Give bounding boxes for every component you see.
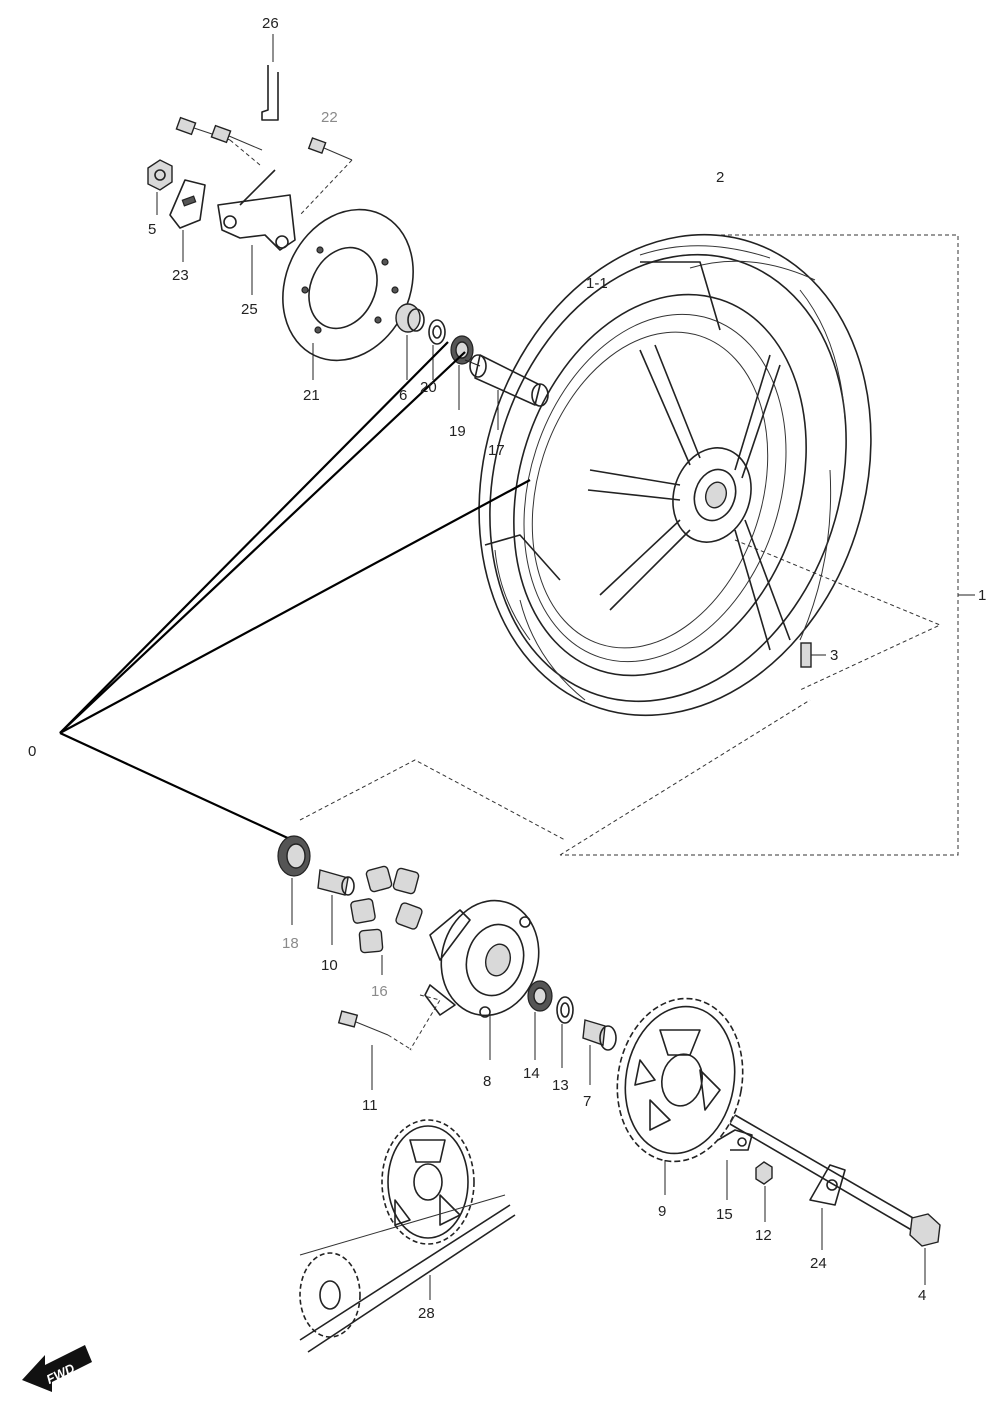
callout-10: 10	[321, 957, 338, 974]
callout-24: 24	[810, 1255, 827, 1272]
callout-4: 4	[918, 1287, 926, 1304]
reference-0-leaders	[59, 341, 531, 841]
collar-7	[582, 1019, 617, 1085]
callout-28: 28	[418, 1305, 435, 1322]
callout-labels: 0 1 1-1 2 3 4 5 6 7 8 9 10 11 12 13 14 1…	[28, 15, 986, 1322]
nut-12	[755, 1161, 773, 1222]
callout-19: 19	[449, 423, 466, 440]
callout-3: 3	[830, 647, 838, 664]
callout-2: 2	[716, 169, 724, 186]
callout-20: 20	[420, 379, 437, 396]
callout-18: 18	[282, 935, 299, 952]
callout-12: 12	[755, 1227, 772, 1244]
callout-1: 1	[978, 587, 986, 604]
disc-bolt	[299, 137, 353, 216]
washer-13	[556, 996, 574, 1068]
washer-20	[428, 319, 446, 380]
hub-bolt	[337, 1010, 413, 1090]
callout-23: 23	[172, 267, 189, 284]
bolt-upper-2	[210, 124, 263, 151]
rear-sprocket	[616, 997, 744, 1195]
brake-rod	[261, 34, 279, 121]
bearing-14	[527, 980, 553, 1060]
rear-axle	[729, 1114, 941, 1285]
wheel-assembly-boundary	[299, 234, 975, 856]
tire-valve	[800, 642, 826, 668]
lock-washer-15	[717, 1129, 753, 1200]
caliper-bracket	[217, 169, 296, 295]
callout-13: 13	[552, 1077, 569, 1094]
brake-disc	[282, 208, 414, 380]
callout-16: 16	[371, 983, 388, 1000]
bolt-upper-1	[175, 116, 261, 166]
callout-14: 14	[523, 1065, 540, 1082]
distance-collar	[464, 354, 549, 430]
callout-6: 6	[399, 387, 407, 404]
nut	[147, 159, 173, 215]
callout-1-1: 1-1	[586, 275, 608, 292]
callout-0: 0	[28, 743, 36, 760]
callout-25: 25	[241, 301, 258, 318]
damper-rubbers	[350, 865, 423, 975]
lock-plate	[169, 179, 206, 262]
callout-15: 15	[716, 1206, 733, 1223]
callout-21: 21	[303, 387, 320, 404]
rear-wheel-tire	[478, 233, 872, 717]
callout-9: 9	[658, 1203, 666, 1220]
callout-17: 17	[488, 442, 505, 459]
sprocket-hub	[409, 899, 540, 1060]
callout-7: 7	[583, 1093, 591, 1110]
callout-22: 22	[321, 109, 338, 126]
sprocket-chain-set	[299, 1119, 516, 1353]
collar	[395, 303, 425, 380]
collar-10	[317, 869, 355, 945]
chain-adjuster	[809, 1164, 846, 1250]
callout-26: 26	[262, 15, 279, 32]
callout-5: 5	[148, 221, 156, 238]
callout-8: 8	[483, 1073, 491, 1090]
callout-11: 11	[362, 1097, 378, 1114]
bearing-18	[277, 835, 311, 925]
forward-direction-badge: FWD	[22, 1345, 92, 1392]
bearing-19	[450, 335, 474, 410]
